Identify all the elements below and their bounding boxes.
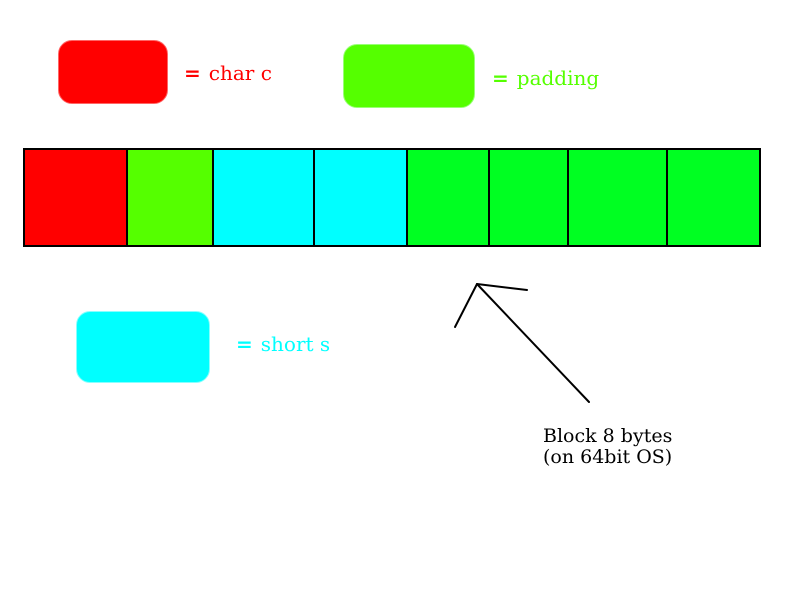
block-annotation: Block 8 bytes (on 64bit OS) [543,426,672,468]
legend-swatch-padding [343,44,475,108]
arrow-head-right [476,283,528,291]
legend-text-char-c: char c [208,61,272,85]
legend-equals-short-s: = [236,332,253,356]
legend-label-padding: = padding [492,68,599,88]
legend-equals-padding: = [492,66,509,90]
annotation-line-2: (on 64bit OS) [543,446,673,468]
legend-label-short-s: = short s [236,334,330,354]
legend-swatch-short-s [76,311,210,383]
legend-text-short-s: short s [260,332,331,356]
arrow-head-left [454,283,478,328]
legend-swatch-char-c [58,40,168,104]
legend-label-char-c: = char c [184,63,272,83]
memory-cells [23,148,761,247]
arrow-shaft [476,283,590,403]
arrow-pointer [454,283,590,403]
memory-cell-4 [313,148,408,247]
memory-cell-3 [212,148,315,247]
memory-cell-5 [406,148,490,247]
memory-cell-2 [126,148,214,247]
annotation-line-1: Block 8 bytes [543,425,673,447]
legend-equals-char-c: = [184,61,201,85]
memory-cell-6 [488,148,569,247]
memory-cell-1 [23,148,128,247]
memory-cell-7 [567,148,668,247]
legend-text-padding: padding [516,66,600,90]
memory-cell-8 [666,148,761,247]
